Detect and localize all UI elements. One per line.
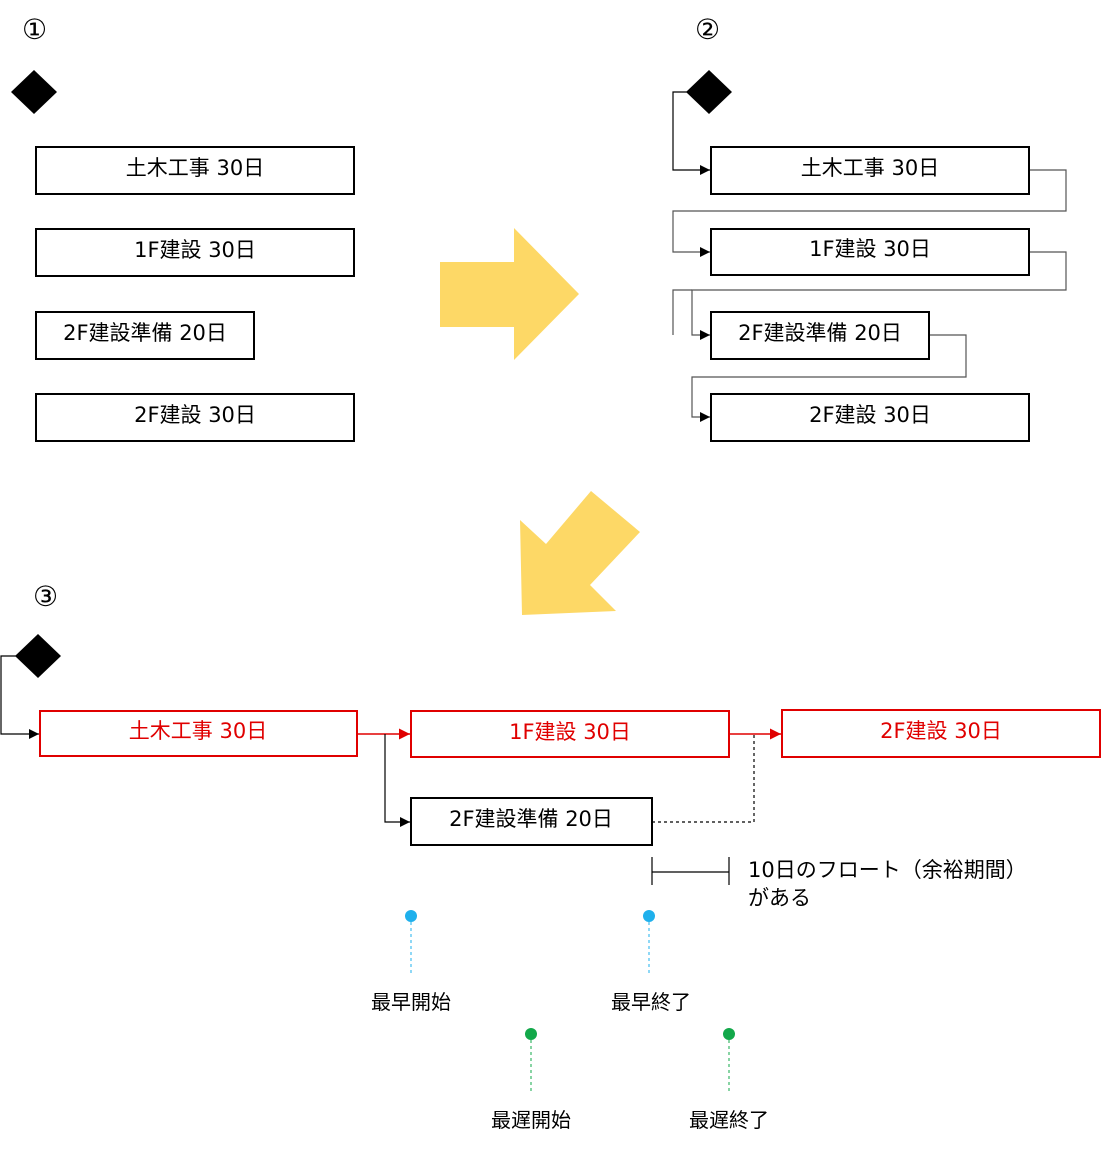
float-note-line1: 10日のフロート（余裕期間）: [748, 858, 1027, 882]
marker-label-early-finish: 最早終了: [611, 990, 691, 1014]
task-label-civil: 土木工事 30日: [126, 156, 264, 180]
task-box-1f: 1F建設 30日: [35, 228, 355, 277]
task-label-civil-2: 土木工事 30日: [801, 156, 939, 180]
task-box-civil: 土木工事 30日: [35, 146, 355, 195]
start-milestone-diamond: [11, 70, 57, 114]
float-bracket: [651, 857, 730, 885]
task-box-2f-prep-3: 2F建設準備 20日: [410, 797, 653, 846]
start-milestone-diamond-3: [15, 634, 61, 678]
task-box-1f-2: 1F建設 30日: [710, 228, 1030, 276]
float-note-line2: がある: [748, 886, 811, 910]
marker-late-finish: 最遅終了: [689, 1028, 769, 1132]
task-box-2f-2: 2F建設 30日: [710, 393, 1030, 442]
task-label-2f-prep-2: 2F建設準備 20日: [738, 321, 902, 345]
critical-task-2f: 2F建設 30日: [781, 709, 1101, 758]
critical-task-1f: 1F建設 30日: [410, 710, 730, 758]
right-arrow-shape: [440, 228, 579, 360]
task-box-2f-prep-2: 2F建設準備 20日: [710, 311, 930, 360]
critical-label-2f: 2F建設 30日: [880, 719, 1002, 743]
task-label-1f-2: 1F建設 30日: [809, 237, 931, 261]
marker-label-late-finish: 最遅終了: [689, 1108, 769, 1132]
start-milestone-diamond-2: [686, 70, 732, 114]
marker-label-late-start: 最遅開始: [491, 1108, 571, 1132]
task-label-1f: 1F建設 30日: [134, 238, 256, 262]
step-2-label: ②: [695, 13, 720, 46]
task-box-2f-prep: 2F建設準備 20日: [35, 311, 255, 360]
step-3-label: ③: [33, 580, 58, 613]
marker-early-finish: 最早終了: [611, 910, 691, 1014]
critical-task-civil: 土木工事 30日: [39, 710, 358, 757]
task-box-2f: 2F建設 30日: [35, 393, 355, 442]
task-label-2f-prep: 2F建設準備 20日: [63, 321, 227, 345]
down-left-arrow-shape: [520, 491, 640, 615]
marker-late-start: 最遅開始: [491, 1028, 571, 1132]
step-1-label: ①: [22, 13, 47, 46]
marker-early-start: 最早開始: [371, 910, 451, 1014]
critical-label-1f: 1F建設 30日: [509, 720, 631, 744]
task-label-2f-prep-3: 2F建設準備 20日: [449, 807, 613, 831]
step3-connectors: [0, 655, 781, 827]
critical-label-civil: 土木工事 30日: [129, 719, 267, 743]
task-label-2f-2: 2F建設 30日: [809, 403, 931, 427]
step2-connectors: [672, 91, 1067, 422]
task-label-2f: 2F建設 30日: [134, 403, 256, 427]
marker-label-early-start: 最早開始: [371, 990, 451, 1014]
task-box-civil-2: 土木工事 30日: [710, 146, 1030, 195]
